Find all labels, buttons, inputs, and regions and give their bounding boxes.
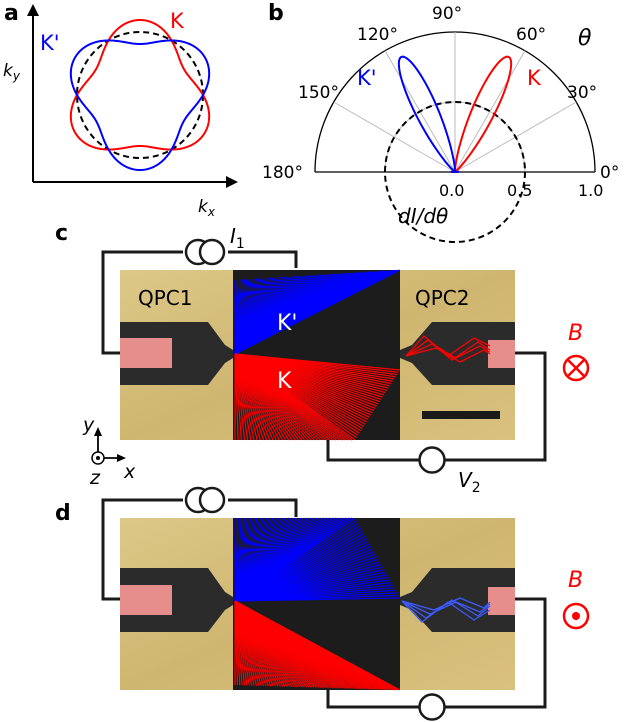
panel-b-polar-grid	[314, 31, 596, 173]
panel-a-y-arrow	[27, 4, 39, 16]
panel-c-voltage-label: V2	[458, 468, 481, 496]
panel-c-kprime-beam-label: K'	[277, 311, 297, 336]
panel-b-tick-0: 0°	[600, 163, 619, 183]
panel-c-trajectories	[234, 269, 491, 441]
panel-c-x-label: x	[123, 461, 136, 483]
panel-d-current-source-b	[198, 486, 226, 514]
red-trajectory	[234, 600, 401, 691]
panel-c-voltage-wire-left	[326, 440, 420, 462]
panel-c-current-wire-left	[101, 250, 183, 355]
panel-c-qpc2-label: QPC2	[415, 286, 470, 310]
panel-c-scale-bar	[422, 411, 500, 419]
panel-a-kprime-label: K'	[40, 31, 60, 55]
panel-b-k-label: K	[527, 66, 542, 90]
panel-a-x-arrow	[226, 176, 238, 188]
panel-a-kx-label: kx	[198, 197, 216, 219]
panel-d-voltage-wire-right	[445, 597, 547, 709]
panel-b-tick-180: 180°	[262, 163, 303, 183]
panel-c-qpc2-gate	[400, 322, 515, 385]
panel-c-z-axis-dot	[96, 456, 100, 460]
panel-d-field-label: B	[568, 568, 583, 593]
panel-c-qpc1-contact	[120, 338, 172, 368]
panel-d-field-out-icon	[562, 602, 590, 630]
panel-a-ky-label: ky	[3, 61, 21, 83]
panel-c-current-source-b	[198, 238, 226, 266]
panel-b-tick-120: 120°	[357, 25, 398, 45]
panel-b-label: b	[268, 1, 284, 26]
blue-trajectory	[234, 269, 401, 355]
panel-a-label: a	[4, 1, 19, 26]
focused-trajectory	[401, 597, 491, 611]
panel-d: d B	[55, 486, 590, 721]
panel-b-radial-05: 0.5	[507, 181, 532, 200]
panel-a-kprime-contour	[69, 39, 211, 172]
panel-c-qpc2-contact	[488, 340, 515, 368]
focused-trajectory	[401, 599, 491, 619]
focused-trajectory	[405, 347, 491, 363]
panel-b-radial-0: 0.0	[439, 181, 464, 200]
panel-b-isotropic-circle	[384, 101, 526, 243]
panel-d-qpc1-gate	[120, 568, 233, 632]
panel-c-field-into-icon	[562, 354, 590, 382]
panel-c-k-beam-label: K	[277, 369, 292, 394]
panel-a: a K K' ky kx	[3, 1, 238, 219]
panel-a-k-contour	[69, 18, 211, 151]
focused-trajectory	[401, 600, 491, 623]
panel-c-field-cross-b	[567, 359, 585, 377]
focused-trajectory	[405, 339, 491, 361]
panel-c-field-label: B	[568, 321, 583, 346]
panel-c-voltage-wire-right	[445, 351, 547, 462]
panel-b-tick-60: 60°	[516, 25, 546, 45]
panel-b: b K K' 90° 60° 120° 30° 150° 0° 180° θ 0…	[262, 1, 619, 243]
blue-trajectory	[234, 597, 401, 602]
panel-c-qpc1-label: QPC1	[138, 286, 193, 310]
panel-d-qpc2-contact	[488, 587, 515, 615]
panel-c-voltmeter	[418, 446, 446, 474]
panel-b-kprime-lobe	[397, 55, 460, 173]
panel-d-voltmeter	[418, 693, 446, 721]
panel-d-qpc1-contact	[120, 585, 172, 615]
panel-c-y-arrow	[94, 427, 102, 436]
panel-b-tick-90: 90°	[432, 4, 462, 24]
panel-d-current-wire-left	[101, 498, 183, 601]
polar-spoke-150	[333, 101, 456, 173]
panel-b-tick-30: 30°	[567, 83, 597, 103]
panel-c-z-label: z	[89, 467, 101, 489]
panel-d-field-out-dot	[572, 612, 580, 620]
panel-c-x-arrow	[117, 454, 126, 462]
panel-b-axis-label: dI/dθ	[398, 204, 448, 228]
panel-d-label: d	[55, 501, 71, 526]
focused-trajectory	[405, 343, 491, 359]
panel-b-tick-150: 150°	[298, 83, 339, 103]
focused-trajectory	[405, 335, 491, 357]
panel-b-radial-1: 1.0	[578, 181, 603, 200]
red-trajectory	[234, 353, 401, 371]
panel-a-k-label: K	[170, 9, 185, 33]
panel-b-kprime-label: K'	[357, 66, 377, 90]
panel-a-fermi-circle	[76, 31, 204, 159]
panel-c-y-label: y	[82, 414, 95, 436]
panel-c-label: c	[55, 221, 68, 246]
panel-c-current-label: I1	[230, 224, 245, 252]
panel-b-theta-label: θ	[578, 26, 592, 51]
focused-trajectory	[401, 600, 491, 615]
panel-d-trajectories	[234, 517, 491, 691]
panel-d-current-wire-right	[228, 498, 298, 517]
panel-c-qpc1-gate	[120, 322, 233, 385]
panel-d-voltage-wire-left	[326, 690, 420, 709]
panel-b-k-lobe	[450, 55, 513, 173]
panel-c: c I1 V2 QPC1 QPC2 K' K B	[55, 221, 590, 496]
panel-c-current-wire-right	[228, 250, 298, 268]
